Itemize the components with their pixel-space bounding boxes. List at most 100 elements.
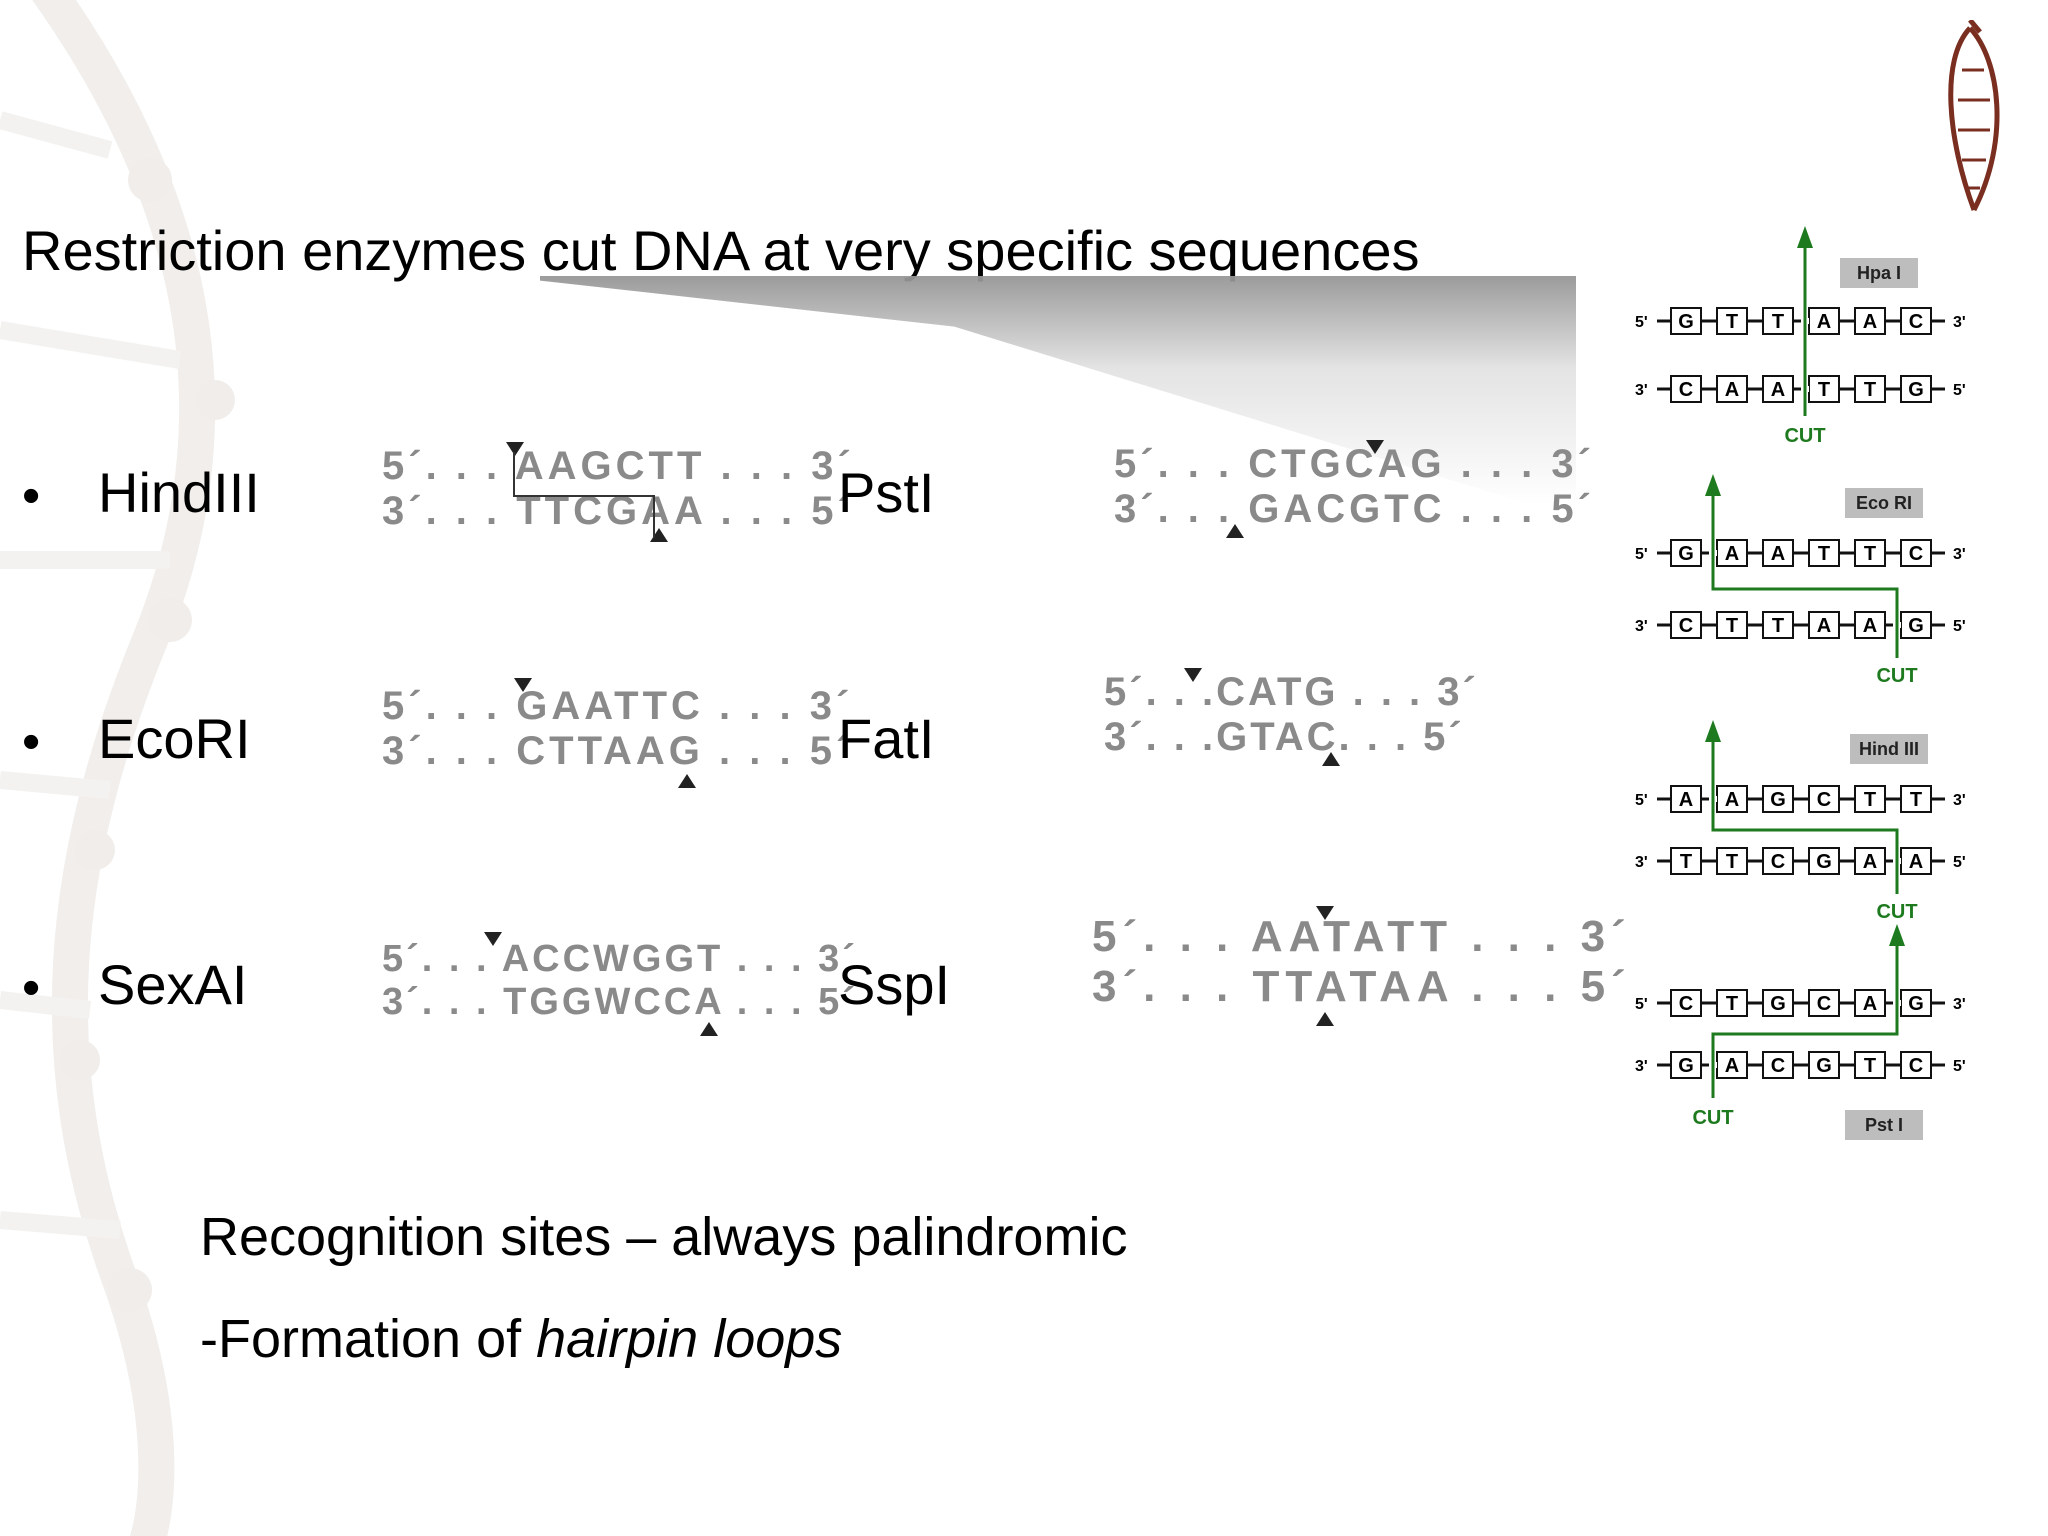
base-letter: A — [1771, 543, 1785, 565]
strand-end-label: 5' — [1953, 618, 1966, 635]
strand-end-label: 3' — [1635, 854, 1648, 871]
enzyme-name-fati: FatI — [838, 707, 935, 770]
base-box — [1900, 307, 1932, 335]
base-box — [1716, 847, 1748, 875]
bullet: • — [22, 713, 41, 771]
base-letter: C — [1909, 311, 1923, 333]
base-letter: C — [1679, 379, 1693, 401]
base-letter: T — [1772, 311, 1784, 333]
base-letter: G — [1908, 379, 1924, 401]
hairpin-note-prefix: -Formation of — [200, 1309, 537, 1369]
base-box — [1762, 847, 1794, 875]
strand-end-label: 3' — [1953, 996, 1966, 1013]
base-box — [1808, 785, 1840, 813]
base-box — [1808, 611, 1840, 639]
base-box — [1670, 375, 1702, 403]
base-letter: T — [1726, 615, 1738, 637]
base-letter: T — [1772, 615, 1784, 637]
base-letter: C — [1679, 615, 1693, 637]
hairpin-note-italic: hairpin loops — [536, 1309, 843, 1369]
base-box — [1716, 611, 1748, 639]
base-letter: A — [1863, 851, 1877, 873]
base-letter: A — [1725, 379, 1739, 401]
sequence-bottom-strand: 3´. . . TGGWCCA . . . 5´ — [382, 981, 858, 1023]
base-letter: A — [1679, 789, 1693, 811]
strand-end-label: 5' — [1635, 314, 1648, 331]
enzyme-name-hindiii: HindIII — [98, 461, 260, 524]
cut-marker-top — [1366, 440, 1384, 454]
base-letter: G — [1770, 993, 1786, 1015]
enzyme-label: Eco RI — [1856, 493, 1912, 513]
base-letter: G — [1816, 1055, 1832, 1077]
base-box — [1716, 307, 1748, 335]
background-dna-helix — [0, 0, 235, 1536]
cut-label: CUT — [1692, 1107, 1733, 1129]
base-letter: T — [1726, 993, 1738, 1015]
strand-end-label: 5' — [1953, 854, 1966, 871]
strand-end-label: 5' — [1635, 996, 1648, 1013]
sequence-ecori: 5´. . . GAATTC . . . 3´ 3´. . . CTTAAG .… — [382, 678, 854, 788]
cut-path — [1711, 742, 1899, 894]
strand-end-label: 3' — [1635, 618, 1648, 635]
base-letter: T — [1726, 851, 1738, 873]
cut-marker-bottom — [700, 1022, 718, 1036]
cut-marker-top — [1316, 906, 1334, 920]
base-box — [1900, 847, 1932, 875]
base-box — [1900, 1051, 1932, 1079]
base-box — [1808, 989, 1840, 1017]
cut-arrow-icon — [1705, 720, 1721, 742]
base-letter: A — [1725, 789, 1739, 811]
base-box — [1900, 539, 1932, 567]
base-box — [1854, 307, 1886, 335]
base-letter: T — [1818, 379, 1830, 401]
strand-end-label: 3' — [1953, 546, 1966, 563]
base-letter: C — [1817, 789, 1831, 811]
sequence-bottom-strand: 3´. . . GACGTC . . . 5´ — [1114, 487, 1595, 531]
base-box — [1762, 989, 1794, 1017]
base-box — [1762, 611, 1794, 639]
base-letter: T — [1910, 789, 1922, 811]
strand-end-label: 5' — [1953, 382, 1966, 399]
base-letter: T — [1864, 379, 1876, 401]
base-letter: T — [1818, 543, 1830, 565]
enzyme-label-box — [1850, 734, 1928, 764]
sequence-fati: 5´. . .CATG . . . 3´ 3´. . .GTAC. . . 5´ — [1104, 668, 1479, 766]
base-letter: C — [1679, 993, 1693, 1015]
base-box — [1762, 375, 1794, 403]
base-letter: G — [1908, 993, 1924, 1015]
base-letter: A — [1725, 543, 1739, 565]
cut-marker-top — [484, 932, 502, 946]
base-box — [1670, 539, 1702, 567]
base-letter: T — [1680, 851, 1692, 873]
enzyme-label-box — [1845, 488, 1923, 518]
sequence-bottom-strand: 3´. . . CTTAAG . . . 5´ — [382, 729, 854, 773]
base-letter: C — [1909, 543, 1923, 565]
sequence-top-strand: 5´. . . AATATT . . . 3´ — [1092, 912, 1632, 961]
base-box — [1670, 611, 1702, 639]
cut-marker-bottom — [1316, 1012, 1334, 1026]
base-letter: A — [1725, 1055, 1739, 1077]
bullet: • — [22, 467, 41, 525]
cut-marker-top — [1184, 668, 1202, 682]
base-box — [1808, 307, 1840, 335]
strand-end-label: 3' — [1635, 382, 1648, 399]
strand-end-label: 3' — [1953, 792, 1966, 809]
base-letter: A — [1863, 615, 1877, 637]
sequence-hindiii: 5´. . . AAGCTT . . . 3´ 3´. . . TTCGAA .… — [382, 442, 855, 542]
base-letter: G — [1678, 311, 1694, 333]
cut-marker-bottom — [1322, 752, 1340, 766]
base-box — [1762, 1051, 1794, 1079]
base-letter: A — [1771, 379, 1785, 401]
base-box — [1670, 989, 1702, 1017]
sequence-bottom-strand: 3´. . .GTAC. . . 5´ — [1104, 715, 1465, 759]
base-letter: A — [1817, 311, 1831, 333]
enzyme-name-ecori: EcoRI — [98, 707, 251, 770]
sequence-bottom-strand: 3´. . . TTATAA . . . 5´ — [1092, 962, 1632, 1011]
base-box — [1808, 539, 1840, 567]
base-box — [1854, 989, 1886, 1017]
base-box — [1670, 307, 1702, 335]
enzyme-label: Hind III — [1859, 739, 1919, 759]
strand-end-label: 3' — [1635, 1058, 1648, 1075]
